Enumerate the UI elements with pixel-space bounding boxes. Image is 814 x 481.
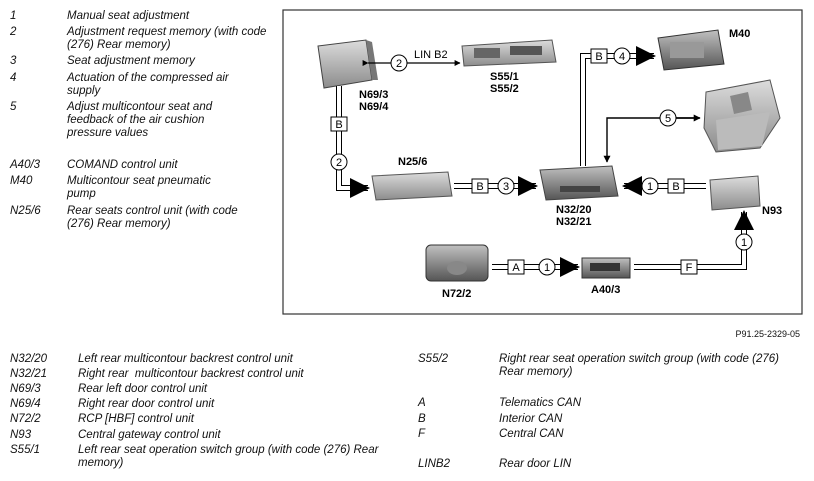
n93-gateway-unit xyxy=(709,175,761,211)
label-lin-b2: LIN B2 xyxy=(414,49,448,61)
step-circle xyxy=(735,233,753,251)
bus-label: B xyxy=(595,51,602,63)
svg-text:3: 3 xyxy=(503,181,509,193)
label-n93: N93 xyxy=(762,205,782,217)
n69-control-unit xyxy=(317,39,378,89)
label-n69-4: N69/4 xyxy=(359,101,389,113)
svg-text:1: 1 xyxy=(544,262,550,274)
label-n25-6: N25/6 xyxy=(398,156,427,168)
step-circle xyxy=(613,47,631,65)
svg-text:1: 1 xyxy=(741,237,747,249)
svg-text:2: 2 xyxy=(396,58,402,70)
bus-box-b xyxy=(590,48,608,64)
step-circle xyxy=(641,177,659,195)
label-n32-20: N32/20 xyxy=(556,204,591,216)
step-circle xyxy=(330,153,348,171)
rear-seat-picture xyxy=(703,79,781,153)
step-circle xyxy=(390,54,408,72)
bus-box-f xyxy=(680,259,698,275)
m40-pump xyxy=(657,29,725,71)
n72-rcp-unit xyxy=(425,244,489,282)
bus-box-b xyxy=(330,116,348,132)
label-a40-3: A40/3 xyxy=(591,284,620,296)
a40-n93-bus xyxy=(634,210,754,269)
n32-control-unit xyxy=(539,165,619,201)
step-circle xyxy=(538,258,556,276)
step-circle xyxy=(659,109,677,127)
label-m40: M40 xyxy=(729,28,750,40)
svg-text:4: 4 xyxy=(619,51,625,63)
bus-box-a xyxy=(507,259,525,275)
bus-label: A xyxy=(512,262,520,274)
step-circle xyxy=(497,177,515,195)
bus-label: B xyxy=(476,181,483,193)
bus-label: B xyxy=(335,119,342,131)
bus-box-b xyxy=(471,178,489,194)
svg-text:2: 2 xyxy=(336,157,342,169)
figure-reference: P91.25-2329-05 xyxy=(735,329,800,339)
label-s55-2: S55/2 xyxy=(490,83,519,95)
label-n72-2: N72/2 xyxy=(442,288,471,300)
n25-control-unit xyxy=(371,171,453,201)
label-s55-1: S55/1 xyxy=(490,71,519,83)
svg-text:1: 1 xyxy=(647,181,653,193)
label-n69-3: N69/3 xyxy=(359,89,388,101)
bus-label: B xyxy=(672,181,679,193)
a40-comand-unit xyxy=(581,257,631,279)
label-n32-21: N32/21 xyxy=(556,216,591,228)
svg-text:5: 5 xyxy=(665,113,671,125)
bus-box-b xyxy=(667,178,685,194)
s55-switch-group xyxy=(461,39,557,67)
bus-label: F xyxy=(686,262,693,274)
